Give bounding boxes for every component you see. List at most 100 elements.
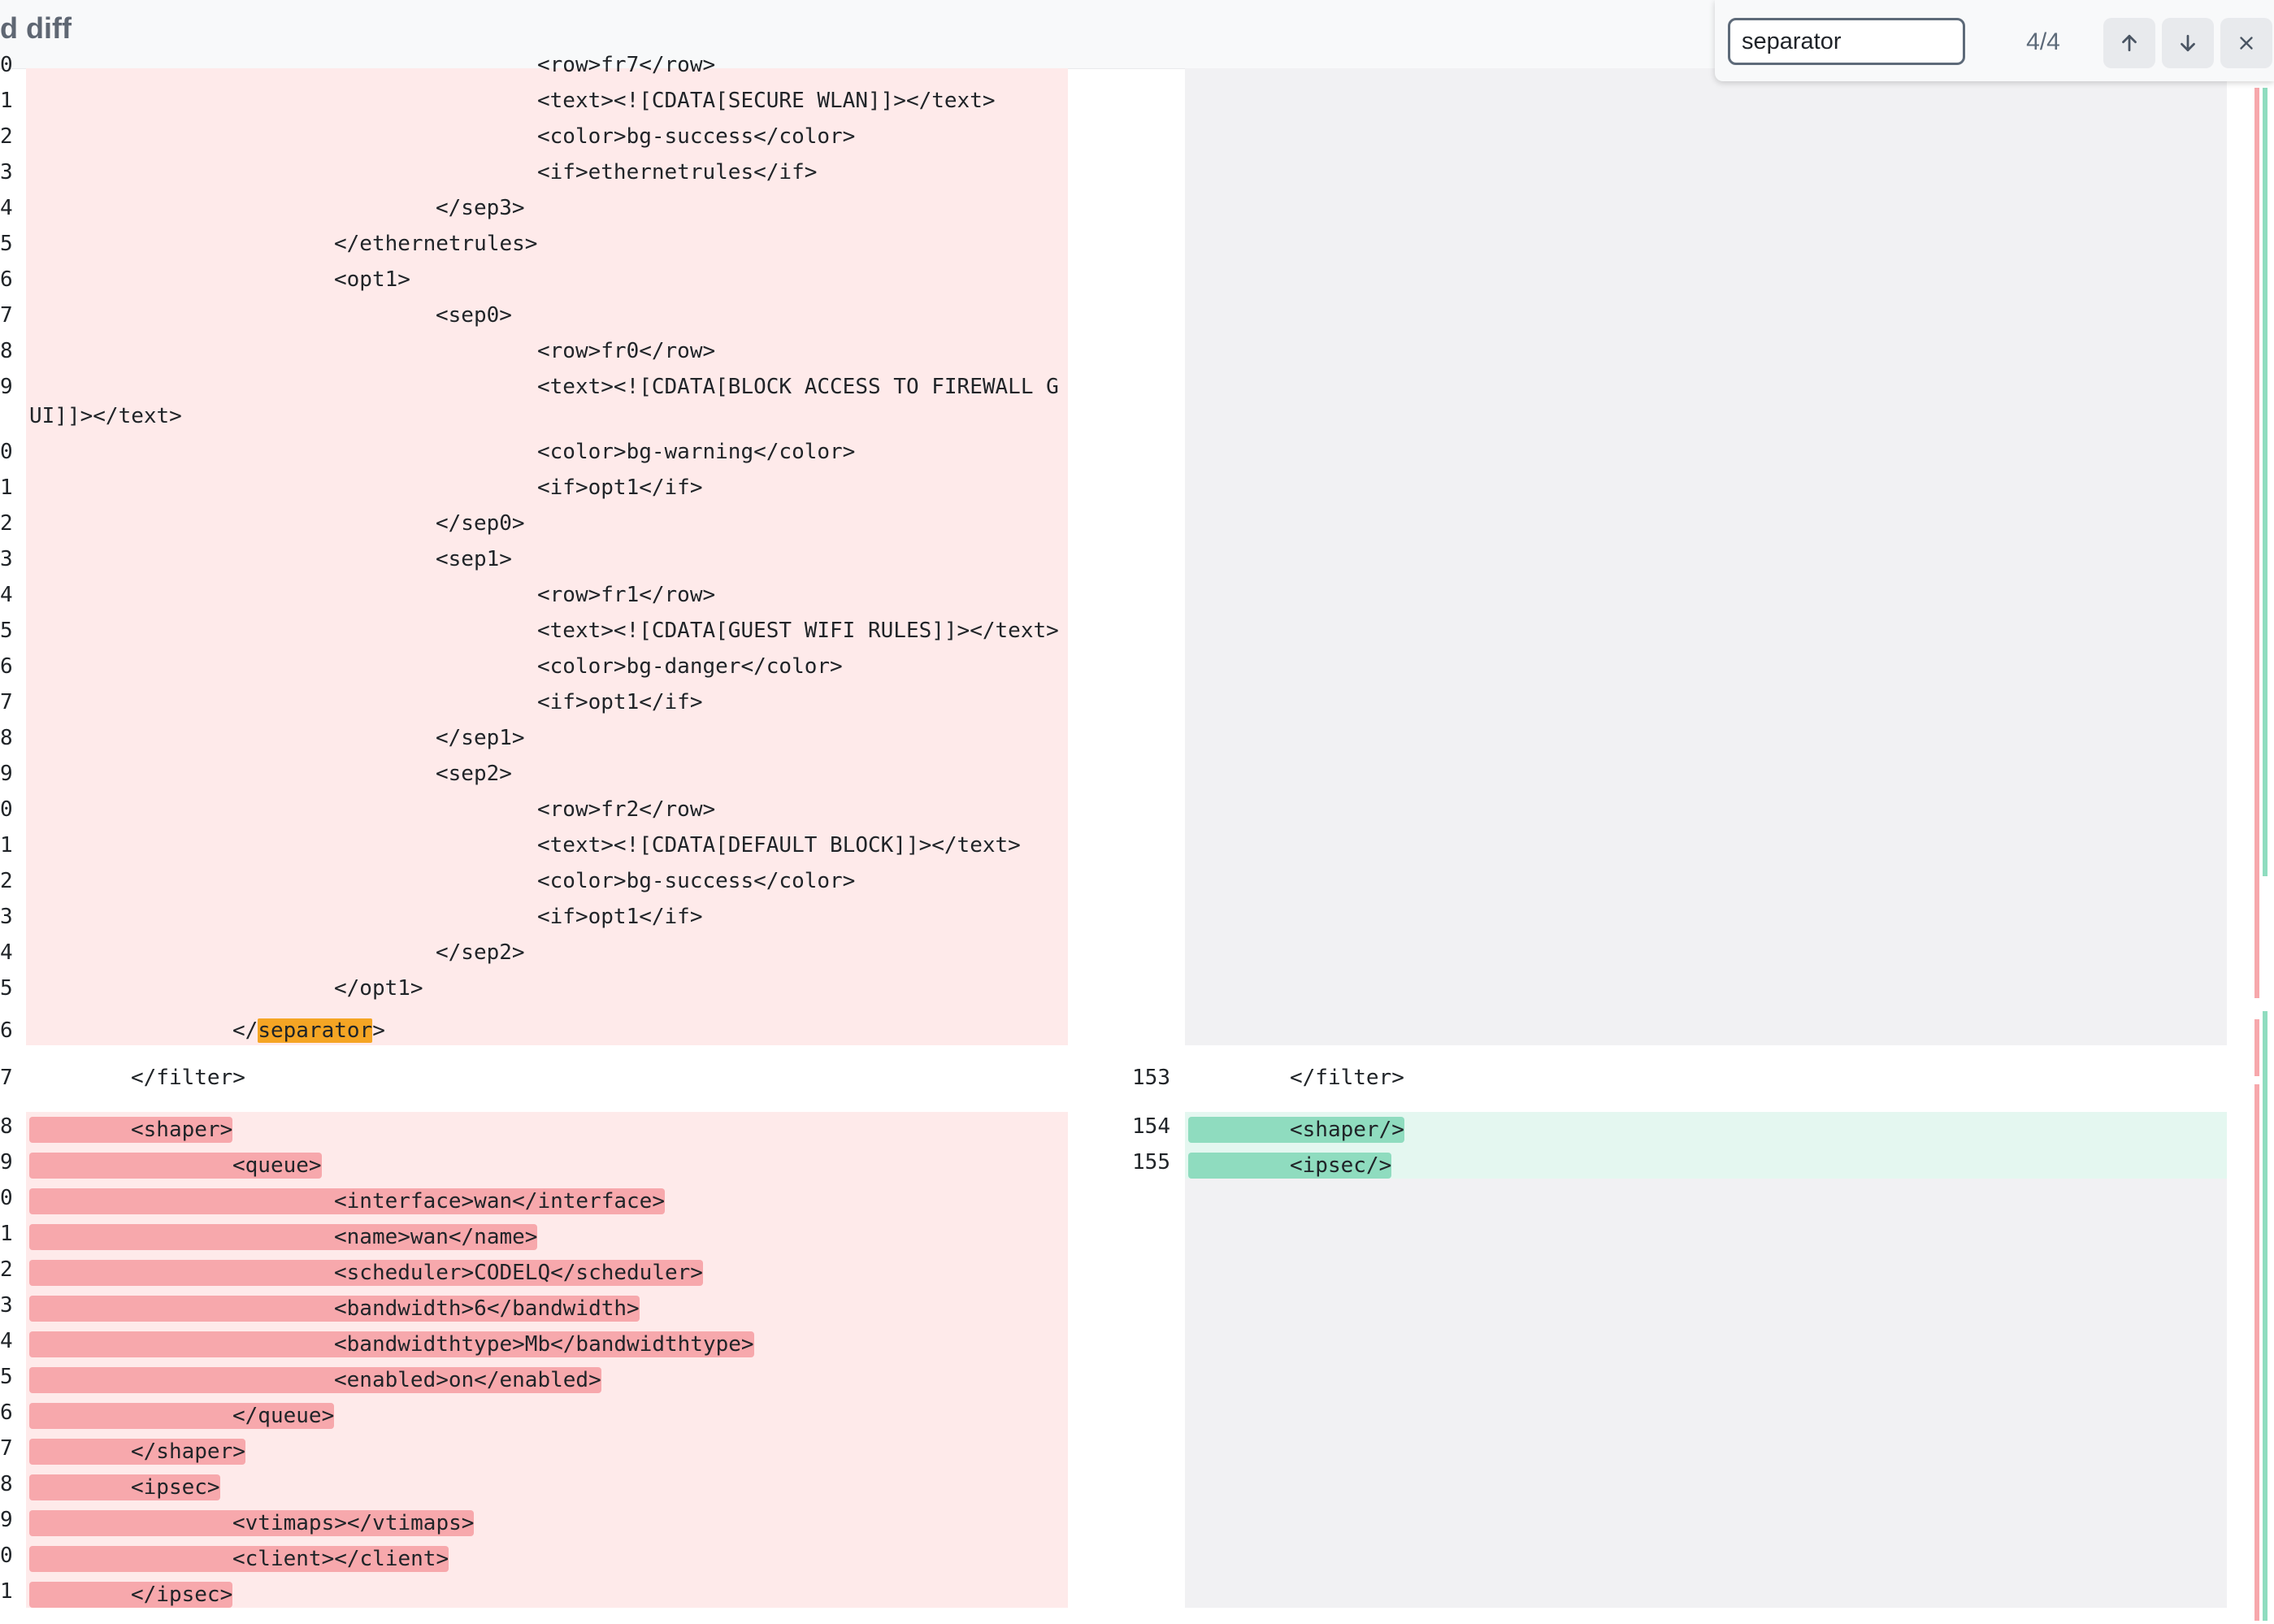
line-number: 7	[0, 690, 13, 714]
line-number: 6	[0, 1400, 13, 1425]
diff-line: <color>bg-success</color>	[29, 120, 855, 153]
changed-text: <enabled>on</enabled>	[29, 1367, 601, 1393]
line-number: 3	[0, 1293, 13, 1318]
deleted-line: </shaper>	[29, 1435, 245, 1468]
code-text: </filter>	[1290, 1066, 1404, 1090]
line-number: 3	[0, 160, 13, 185]
line-number: 4	[0, 1329, 13, 1353]
close-find-button[interactable]	[2220, 18, 2272, 68]
line-number: 3	[0, 905, 13, 929]
context-line-left: </filter>	[29, 1062, 245, 1094]
line-number: 9	[0, 1508, 13, 1532]
changed-text: <shaper>	[29, 1117, 233, 1143]
changed-text: <interface>wan</interface>	[29, 1188, 665, 1214]
close-icon	[2240, 37, 2253, 50]
left-deleted-block-top	[26, 68, 1068, 1045]
code-text: <row>fr7</row>	[537, 53, 716, 77]
changed-text: </ipsec>	[29, 1582, 233, 1608]
line-number: 1	[0, 89, 13, 113]
added-line: <shaper/>	[1188, 1114, 1404, 1146]
line-number: 9	[0, 762, 13, 786]
line-number: 9	[0, 1150, 13, 1175]
changed-text: <vtimaps></vtimaps>	[29, 1510, 475, 1536]
previous-match-button[interactable]	[2103, 18, 2155, 68]
diff-line: <row>fr2</row>	[29, 793, 715, 826]
deleted-line: <scheduler>CODELQ</scheduler>	[29, 1257, 703, 1289]
line-number: 7	[0, 1436, 13, 1461]
code-text: </opt1>	[334, 976, 423, 1001]
diff-line: </opt1>	[29, 972, 423, 1005]
diff-line: </sep0>	[29, 507, 525, 540]
find-widget: 4/4	[1715, 0, 2274, 81]
line-number: 0	[0, 1186, 13, 1210]
line-number: 8	[0, 1472, 13, 1496]
diff-line: <sep2>	[29, 758, 512, 790]
deleted-line: <bandwidth>6</bandwidth>	[29, 1292, 640, 1325]
context-line-right: </filter>	[1188, 1062, 1404, 1094]
line-number: 1	[0, 833, 13, 858]
added-line: <ipsec/>	[1188, 1149, 1392, 1182]
line-number: 0	[0, 440, 13, 464]
line-number: 1	[0, 1222, 13, 1246]
line-number: 8	[0, 726, 13, 750]
code-text: </	[232, 1018, 258, 1043]
changed-text: <ipsec>	[29, 1474, 220, 1500]
line-number: 8	[0, 339, 13, 363]
diff-line: <color>bg-success</color>	[29, 865, 855, 897]
code-text: <if>opt1</if>	[537, 690, 703, 714]
changed-text: <client></client>	[29, 1546, 449, 1572]
diff-line: <if>opt1</if>	[29, 471, 703, 504]
diff-line: <row>fr1</row>	[29, 579, 715, 611]
deleted-line: <shaper>	[29, 1114, 233, 1146]
line-number: 5	[0, 976, 13, 1001]
line-number: 155	[1132, 1150, 1170, 1175]
code-text: <color>bg-danger</color>	[537, 654, 843, 679]
code-text: <text><![CDATA[SECURE WLAN]]></text>	[537, 89, 996, 113]
page-title: d diff	[0, 11, 72, 45]
line-number: 8	[0, 1114, 13, 1139]
changed-text: <ipsec/>	[1188, 1153, 1392, 1179]
line-number: 4	[0, 196, 13, 220]
find-input[interactable]	[1728, 18, 1965, 65]
next-match-button[interactable]	[2162, 18, 2214, 68]
deleted-line: <vtimaps></vtimaps>	[29, 1507, 475, 1539]
code-text: </filter>	[131, 1066, 245, 1090]
line-number: 7	[0, 303, 13, 328]
line-number: 7	[0, 1066, 13, 1090]
code-text: <text><![CDATA[GUEST WIFI RULES]]></text…	[537, 619, 1059, 643]
changed-text: <scheduler>CODELQ</scheduler>	[29, 1260, 703, 1286]
diff-line: </ethernetrules>	[29, 228, 537, 260]
code-text: </sep2>	[436, 940, 525, 965]
code-text: <row>fr1</row>	[537, 583, 716, 607]
line-number: 4	[0, 940, 13, 965]
code-text: </sep1>	[436, 726, 525, 750]
diff-overview-ruler[interactable]	[2253, 68, 2274, 1624]
line-number: 1	[0, 475, 13, 500]
line-number: 9	[0, 375, 13, 399]
code-text: <opt1>	[334, 267, 410, 292]
code-text: <sep2>	[436, 762, 512, 786]
code-text: <if>ethernetrules</if>	[537, 160, 818, 185]
diff-line: <if>opt1</if>	[29, 901, 703, 933]
right-empty-block-top	[1185, 68, 2227, 1045]
deleted-line: </ipsec>	[29, 1578, 233, 1611]
deleted-line: <name>wan</name>	[29, 1221, 538, 1253]
diff-line: <sep0>	[29, 299, 512, 332]
line-number: 2	[0, 869, 13, 893]
line-number: 6	[0, 267, 13, 292]
line-number: 6	[0, 1018, 13, 1043]
code-text: </sep0>	[436, 511, 525, 536]
line-number: 154	[1132, 1114, 1170, 1139]
diff-line: <opt1>	[29, 263, 410, 296]
line-number: 2	[0, 1257, 13, 1282]
diff-line: <text><![CDATA[DEFAULT BLOCK]]></text>	[29, 829, 1021, 862]
diff-line: <color>bg-warning</color>	[29, 436, 855, 468]
line-number: 5	[0, 232, 13, 256]
code-text: <row>fr2</row>	[537, 797, 716, 822]
diff-line: <if>ethernetrules</if>	[29, 156, 817, 189]
code-text: UI]]></text>	[29, 404, 182, 428]
arrow-up-icon	[2122, 34, 2137, 52]
diff-line: <color>bg-danger</color>	[29, 650, 843, 683]
diff-line: <row>fr7</row>	[29, 49, 715, 81]
diff-line: UI]]></text>	[29, 400, 182, 432]
